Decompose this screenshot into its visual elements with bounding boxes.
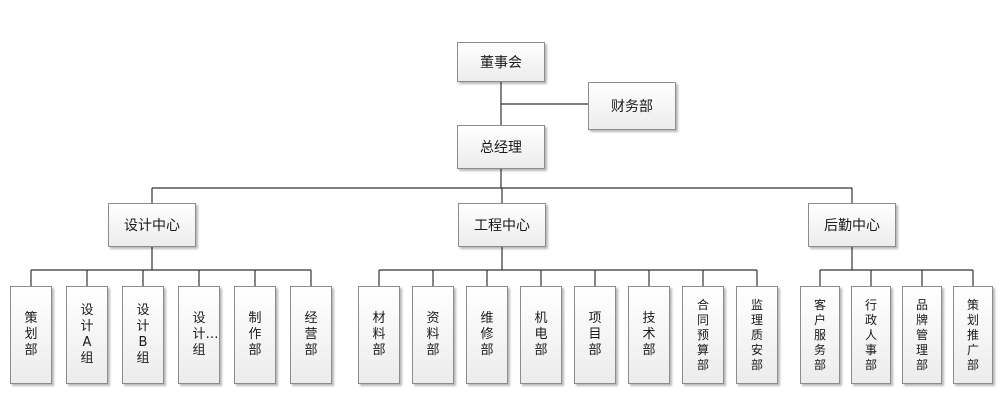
- center-engineering-box: 工程中心: [458, 203, 546, 247]
- dept-box: 设计B组: [122, 286, 164, 384]
- dept-label: 技术部: [642, 311, 656, 358]
- center-logistics-label: 后勤中心: [824, 218, 880, 234]
- dept-label: 设计A组: [80, 303, 94, 366]
- center-engineering-label: 工程中心: [474, 218, 530, 234]
- board-label: 董事会: [480, 55, 522, 71]
- dept-label: 设计B组: [136, 303, 150, 366]
- dept-box: 监理质安部: [736, 286, 778, 384]
- dept-box: 经营部: [290, 286, 332, 384]
- dept-label: 机电部: [534, 311, 548, 358]
- finance-box: 财务部: [588, 82, 676, 130]
- center-logistics-box: 后勤中心: [808, 203, 896, 247]
- dept-label: 维修部: [480, 311, 494, 358]
- dept-label: 合同预算部: [697, 297, 710, 372]
- dept-box: 行政人事部: [851, 286, 891, 384]
- dept-label: 资料部: [426, 311, 440, 358]
- gm-box: 总经理: [457, 125, 545, 169]
- center-design-label: 设计中心: [124, 218, 180, 234]
- dept-label: 策划推广部: [967, 297, 980, 372]
- gm-label: 总经理: [480, 140, 522, 156]
- dept-box: 策划推广部: [953, 286, 993, 384]
- dept-box: 设计A组: [66, 286, 108, 384]
- dept-label: 客户服务部: [814, 297, 827, 372]
- dept-label: 经营部: [304, 311, 318, 358]
- dept-label: 制作部: [248, 311, 262, 358]
- dept-box: 设计…组: [178, 286, 220, 384]
- dept-label: 设计…组: [192, 311, 219, 358]
- dept-label: 项目部: [588, 311, 602, 358]
- dept-box: 机电部: [520, 286, 562, 384]
- dept-box: 品牌管理部: [902, 286, 942, 384]
- dept-label: 行政人事部: [865, 297, 878, 372]
- board-box: 董事会: [457, 42, 545, 82]
- dept-box: 项目部: [574, 286, 616, 384]
- dept-label: 材料部: [372, 311, 386, 358]
- dept-box: 资料部: [412, 286, 454, 384]
- dept-box: 策划部: [10, 286, 52, 384]
- dept-box: 技术部: [628, 286, 670, 384]
- dept-label: 策划部: [24, 311, 38, 358]
- dept-label: 监理质安部: [751, 297, 764, 372]
- dept-box: 制作部: [234, 286, 276, 384]
- dept-box: 维修部: [466, 286, 508, 384]
- dept-box: 合同预算部: [682, 286, 724, 384]
- finance-label: 财务部: [611, 99, 653, 115]
- center-design-box: 设计中心: [108, 203, 196, 247]
- dept-box: 客户服务部: [800, 286, 840, 384]
- dept-box: 材料部: [358, 286, 400, 384]
- dept-label: 品牌管理部: [916, 297, 929, 372]
